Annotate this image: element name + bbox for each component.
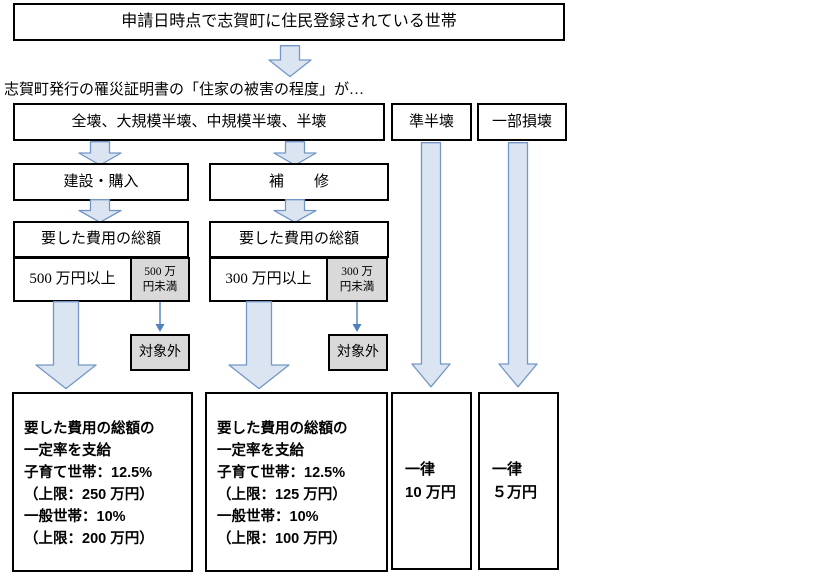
build-purchase-label: 建設・購入 xyxy=(63,173,139,190)
cost-over-500-label: 500 万円以上 xyxy=(29,271,116,288)
cost-under-500-line1: 500 万 xyxy=(144,265,176,278)
damage-severe-box: 全壊、大規模半壊、中規模半壊、半壊 xyxy=(13,103,385,141)
down-arrow-icon-partial-long xyxy=(498,142,538,388)
subsidy-repair-line5: 一般世帯：10% xyxy=(217,509,319,525)
cost-total-box-repair: 要した費用の総額 xyxy=(209,221,389,258)
down-arrow-icon-semi-long xyxy=(411,142,451,388)
down-arrow-icon-build-cost xyxy=(78,199,122,223)
subsidy-build-line1: 要した費用の総額の xyxy=(24,421,155,437)
cost-under-300-line2: 円未満 xyxy=(339,280,375,293)
repair-box: 補 修 xyxy=(209,163,389,201)
cost-total-box-build: 要した費用の総額 xyxy=(13,221,189,258)
damage-semi-box: 準半壊 xyxy=(391,103,472,141)
flat-10-box: 一律 10 万円 xyxy=(391,392,472,570)
down-arrow-icon-repair-cost xyxy=(273,199,317,223)
damage-severe-label: 全壊、大規模半壊、中規模半壊、半壊 xyxy=(71,113,327,130)
flat-10-line2: 10 万円 xyxy=(405,484,456,501)
damage-partial-label: 一部損壊 xyxy=(491,113,552,130)
subsidy-repair-line6: （上限：100 万円） xyxy=(217,531,347,547)
cost-total-label-repair: 要した費用の総額 xyxy=(238,231,359,248)
subsidy-repair-line4: （上限：125 万円） xyxy=(217,487,347,503)
down-arrow-icon-severe-build xyxy=(78,141,122,166)
excluded-label-repair: 対象外 xyxy=(337,344,379,360)
subsidy-repair-line3: 子育て世帯：12.5% xyxy=(217,465,346,481)
flat-5-box: 一律 ５万円 xyxy=(478,392,559,570)
connector-arrow-icon-repair-excluded xyxy=(352,302,362,332)
cost-over-300-label: 300 万円以上 xyxy=(225,271,312,288)
criteria-label: 志賀町発行の罹災証明書の「住家の被害の程度」が… xyxy=(4,82,365,98)
damage-partial-box: 一部損壊 xyxy=(477,103,567,141)
subsidy-build-line3: 子育て世帯：12.5% xyxy=(24,465,153,481)
excluded-box-build: 対象外 xyxy=(130,334,190,371)
subsidy-repair-line1: 要した費用の総額の xyxy=(217,421,348,437)
subsidy-repair-box: 要した費用の総額の 一定率を支給 子育て世帯：12.5% （上限：125 万円）… xyxy=(205,392,388,572)
cost-over-300-box: 300 万円以上 xyxy=(209,257,328,302)
cost-under-500-box: 500 万 円未満 xyxy=(130,257,190,302)
applicant-household-label: 申請日時点で志賀町に住民登録されている世帯 xyxy=(121,13,457,30)
subsidy-repair-line2: 一定率を支給 xyxy=(217,443,304,459)
subsidy-build-box: 要した費用の総額の 一定率を支給 子育て世帯：12.5% （上限：250 万円）… xyxy=(12,392,193,572)
excluded-box-repair: 対象外 xyxy=(328,334,388,371)
flat-5-line2: ５万円 xyxy=(492,484,538,501)
repair-label: 補 修 xyxy=(268,173,329,190)
damage-semi-label: 準半壊 xyxy=(408,113,454,130)
subsidy-build-line2: 一定率を支給 xyxy=(24,443,111,459)
build-purchase-box: 建設・購入 xyxy=(13,163,189,201)
subsidy-build-line5: 一般世帯：10% xyxy=(24,509,126,525)
cost-total-label-build: 要した費用の総額 xyxy=(40,231,161,248)
excluded-label-build: 対象外 xyxy=(139,344,181,360)
down-arrow-icon-severe-repair xyxy=(273,141,317,166)
applicant-household-box: 申請日時点で志賀町に住民登録されている世帯 xyxy=(13,3,565,41)
flat-5-line1: 一律 xyxy=(492,461,523,478)
subsidy-build-line4: （上限：250 万円） xyxy=(24,487,154,503)
flat-10-line1: 一律 xyxy=(405,461,436,478)
subsidy-build-line6: （上限：200 万円） xyxy=(24,531,154,547)
cost-under-500-line2: 円未満 xyxy=(142,280,178,293)
connector-arrow-icon-build-excluded xyxy=(155,302,165,332)
cost-over-500-box: 500 万円以上 xyxy=(13,257,132,302)
down-arrow-icon-top xyxy=(268,45,312,78)
cost-under-300-line1: 300 万 xyxy=(341,265,373,278)
down-arrow-icon-build-result xyxy=(35,301,97,390)
cost-under-300-box: 300 万 円未満 xyxy=(326,257,388,302)
down-arrow-icon-repair-result xyxy=(228,301,290,390)
